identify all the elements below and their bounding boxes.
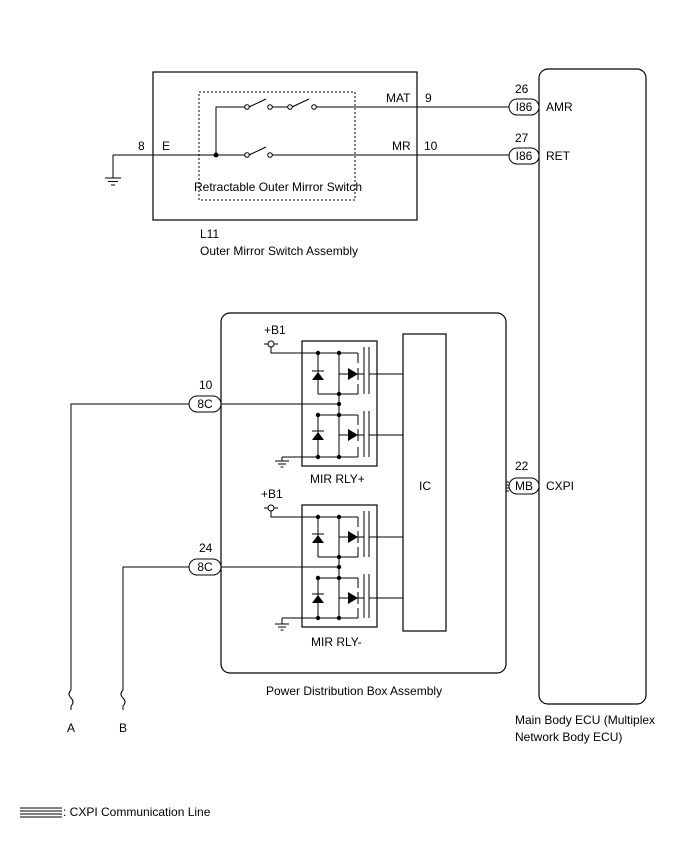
mir-rly-minus: +B1 — [261, 487, 403, 649]
ground-symbol-switch — [105, 177, 121, 186]
connector-8c-b-pin: 24 — [199, 541, 213, 555]
mir-rly-plus: +B1 — [264, 323, 403, 486]
ecu-box — [538, 68, 647, 705]
power-label-plus: +B1 — [264, 323, 286, 337]
amr-pin-number: 26 — [515, 82, 529, 96]
ground-symbol-rly-minus — [275, 623, 289, 631]
switch-connector-code: L11 — [200, 227, 219, 241]
ret-terminal-label: RET — [546, 149, 571, 163]
ret-connector-code: I86 — [516, 149, 533, 163]
connector-8c-a-pin: 10 — [199, 378, 213, 392]
ground-pin-number: 8 — [138, 139, 145, 153]
mat-pin-number: 9 — [425, 91, 432, 105]
outer-mirror-switch-assembly: Retractable Outer Mirror Switch L11 Oute… — [105, 71, 509, 258]
pdb-name: Power Distribution Box Assembly — [266, 684, 442, 698]
power-label-minus: +B1 — [261, 487, 283, 501]
mr-pin-number: 10 — [424, 139, 438, 153]
ret-pin-number: 27 — [515, 131, 529, 145]
cxpi-legend-symbol — [20, 807, 62, 818]
ic-label: IC — [419, 479, 431, 493]
ret-connector-pill — [508, 147, 540, 165]
wire-end-b-label: B — [119, 721, 127, 735]
ground-symbol-rly-plus — [275, 460, 289, 468]
wire-to-a: A — [67, 403, 189, 735]
wire-end-a-label: A — [67, 721, 75, 735]
cxpi-pin-number: 22 — [515, 459, 529, 473]
connector-8c-b-code: 8C — [197, 560, 213, 574]
wire-to-b: B — [119, 566, 189, 735]
amr-connector-code: I86 — [516, 100, 533, 114]
retractable-switch-dashed-box — [198, 91, 356, 201]
mat-switch-pair — [244, 98, 317, 110]
retractable-switch-label: Retractable Outer Mirror Switch — [194, 180, 362, 194]
cxpi-connector-pill — [508, 477, 540, 495]
ecu-name-line2: Network Body ECU) — [515, 730, 622, 744]
mr-terminal-label: MR — [392, 139, 411, 153]
amr-terminal-label: AMR — [546, 100, 573, 114]
mir-rly-minus-label: MIR RLY- — [311, 635, 362, 649]
legend: : CXPI Communication Line — [20, 805, 211, 819]
switch-upper-branch — [215, 106, 245, 155]
legend-text: : CXPI Communication Line — [63, 805, 211, 819]
switch-assembly-name: Outer Mirror Switch Assembly — [200, 244, 358, 258]
ecu-name-line1: Main Body ECU (Multiplex — [515, 713, 655, 727]
cxpi-connector-code: MB — [515, 479, 533, 493]
amr-connector-pill — [508, 98, 540, 116]
switch-assembly-box — [152, 71, 418, 221]
connector-8c-a-code: 8C — [197, 397, 213, 411]
mat-terminal-label: MAT — [386, 91, 411, 105]
cxpi-terminal-label: CXPI — [546, 479, 574, 493]
ground-terminal-label: E — [162, 139, 170, 153]
power-distribution-box: Power Distribution Box Assembly IC +B1 — [188, 312, 507, 698]
ic-block — [402, 333, 447, 632]
mr-switch — [244, 146, 273, 158]
mir-rly-plus-label: MIR RLY+ — [310, 472, 365, 486]
main-body-ecu: I86 26 AMR I86 27 RET MB 22 CXPI Main Bo… — [508, 68, 655, 744]
